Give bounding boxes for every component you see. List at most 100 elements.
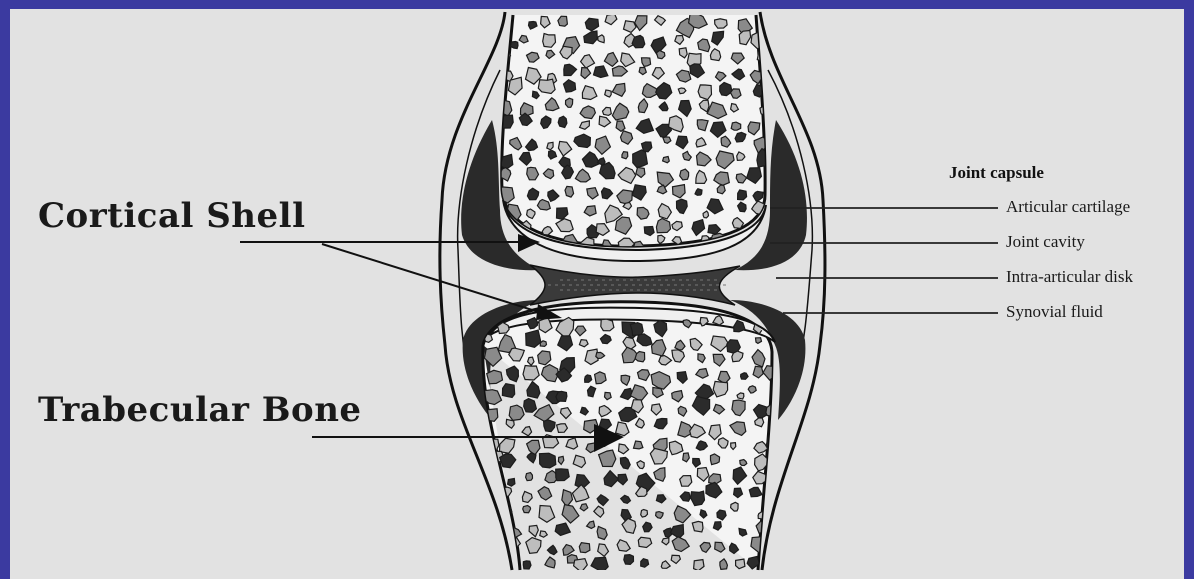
trabecula [680,169,689,180]
joint-capsule-right-outline [760,12,825,570]
trabecula [741,373,749,380]
trabecula [523,506,531,513]
trabecula [635,352,645,362]
trabecula [585,375,592,382]
trabecula [641,559,649,568]
trabecula [774,522,783,534]
trabecula [563,545,574,556]
trabecula [604,471,619,487]
trabecula [671,555,680,563]
trabecula [662,538,669,545]
trabecula [656,512,664,519]
trabecula [595,372,607,384]
joint-cavity-label: Joint cavity [1006,232,1085,252]
trabecula [715,542,725,552]
trabecula [737,393,744,399]
trabecula [558,116,567,127]
trabecula [621,495,631,503]
trabecula [630,323,643,336]
trabecula [523,366,539,381]
trabecula [591,557,608,572]
trabecula [663,157,670,163]
trabecula [579,543,590,553]
trabecula [634,441,643,449]
cortical-shell-label: Cortical Shell [38,196,306,236]
trabecula [538,487,552,500]
trabecula [573,455,585,467]
trabecula [622,518,636,533]
trabecula [598,544,609,556]
trabecula [534,405,554,422]
trabecula [605,392,612,399]
trabecula [598,35,605,43]
trabecula [502,384,514,398]
trabecula [713,381,727,397]
trabecula [642,58,651,67]
trabecula [601,319,614,331]
trabecula [731,89,742,98]
trabecula [547,142,553,150]
trabecula [557,424,568,433]
trabecula [656,495,666,503]
trabecular-bone-label: Trabecular Bone [38,390,362,430]
trabecula [757,52,766,62]
articular-cartilage-label: Articular cartilage [1006,197,1130,217]
trabecula [643,522,652,532]
trabecula [485,554,494,567]
trabecula [624,555,634,565]
trabecula [633,150,648,168]
trabecula [698,85,711,100]
trabecula [638,537,651,547]
trabecula [526,538,541,554]
trabecula [489,473,496,478]
trabecula [526,473,533,481]
trabecula [622,152,628,159]
joint-capsule-label: Joint capsule [949,163,1044,183]
trabecula [632,35,645,47]
trabecula [731,122,741,130]
trabecula [778,455,785,463]
trabecula [486,529,493,537]
trabecula [672,537,689,552]
trabecula [657,51,665,59]
trabecula [738,190,747,200]
trabecula [720,559,728,570]
trabecula [500,454,516,468]
trabecula [524,399,537,413]
trabecula [547,545,557,554]
trabecula [776,538,785,546]
intra-articular-disk-label: Intra-articular disk [1006,267,1133,287]
trabecula [597,495,608,506]
trabecula [566,98,573,107]
trabecula [663,137,671,143]
trabecula [558,456,563,464]
trabecula [670,525,683,539]
trabecula [748,386,756,393]
trabecula [698,39,710,52]
trabecula [736,559,745,569]
synovial-fluid-label: Synovial fluid [1006,302,1103,322]
trabecula [509,405,524,420]
trabecula [540,531,548,537]
trabecula [544,420,556,432]
trabecula [562,490,573,507]
trabecula [506,366,518,382]
trabecula [597,526,607,539]
trabecula [636,487,647,497]
trabecula [556,391,567,401]
trabecula [538,79,555,93]
trabecula [777,426,786,436]
trabecula [529,525,538,536]
trabecula [770,479,777,486]
trabecula [641,510,648,518]
trabecula [506,419,514,428]
trabecula [527,453,536,463]
trabecula [617,540,630,552]
trabecula [566,438,578,449]
trabecula [599,450,616,467]
trabecula [526,330,541,347]
trabecula [555,523,570,535]
trabecula [587,521,595,528]
trabecula [680,476,692,487]
